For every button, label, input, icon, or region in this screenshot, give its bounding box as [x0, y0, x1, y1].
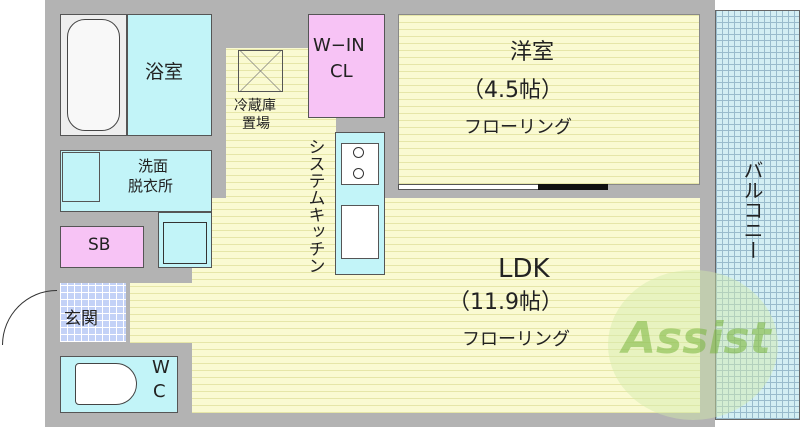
- sb-label: SB: [88, 235, 111, 255]
- washroom-label-2: 脱衣所: [128, 177, 174, 195]
- fridge-label-2: 置場: [242, 116, 270, 132]
- fridge-space: [238, 50, 283, 92]
- fridge-label-1: 冷蔵庫: [234, 98, 276, 114]
- entrance-label: 玄関: [64, 309, 98, 329]
- bathtub: [60, 14, 127, 136]
- wc-label-2: C: [153, 381, 166, 402]
- washing-machine-pan: [163, 222, 207, 264]
- toilet: [75, 363, 137, 405]
- western-name: 洋室: [510, 40, 555, 65]
- burner-icon: [353, 168, 364, 179]
- sliding-door-dark: [538, 184, 608, 190]
- ldk-floor-label: フローリング: [462, 329, 570, 350]
- walk-in-closet: [308, 14, 385, 118]
- washbasin: [62, 152, 100, 202]
- ldk-size: （11.9帖）: [448, 290, 563, 315]
- burner-icon: [353, 147, 364, 158]
- ldk-floor-lower: [130, 283, 250, 343]
- ldk-name: LDK: [498, 254, 550, 284]
- sink: [341, 205, 379, 259]
- bathroom: [127, 14, 212, 136]
- western-size: （4.5帖）: [462, 78, 563, 103]
- entrance: [60, 283, 126, 342]
- washroom-label-1: 洗面: [138, 157, 169, 175]
- wc-label-1: W: [152, 357, 170, 378]
- entrance-door[interactable]: [2, 290, 57, 345]
- washing-machine-area: [158, 212, 212, 268]
- western-room: [398, 14, 700, 185]
- western-floor: フローリング: [464, 117, 572, 138]
- closet-label-1: W−IN: [313, 35, 365, 56]
- closet-label-2: CL: [330, 61, 353, 82]
- assist-logo: Assist: [608, 270, 778, 420]
- shoe-box: [60, 226, 144, 268]
- balcony: [715, 10, 800, 420]
- kitchen-label: システムキッチン: [304, 138, 325, 274]
- ldk-floor: [192, 198, 700, 413]
- bath-label: 浴室: [145, 61, 184, 83]
- balcony-label: バルコニー: [740, 160, 764, 260]
